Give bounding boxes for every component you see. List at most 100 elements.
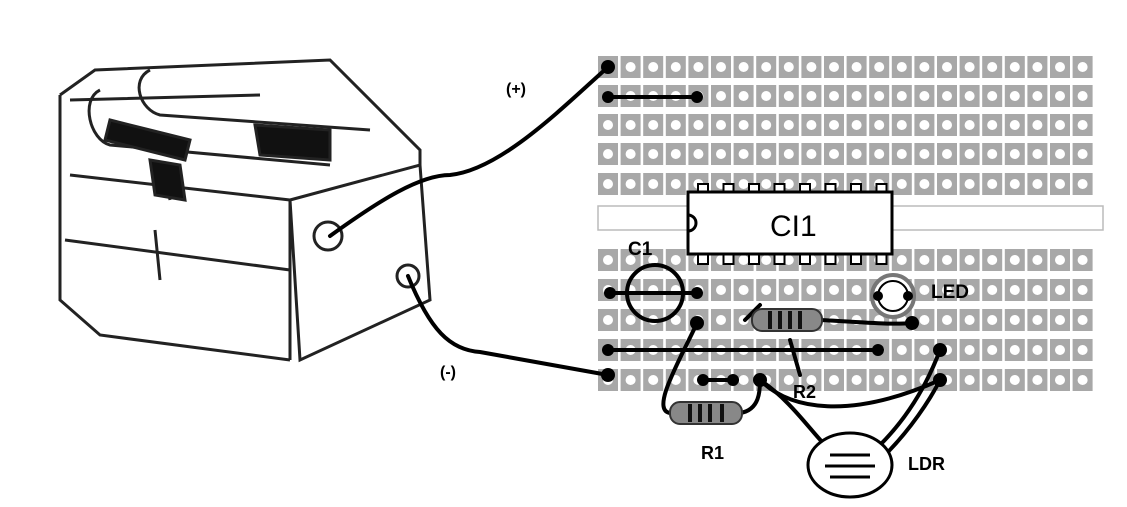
board-hole [761,179,772,189]
board-hole [919,285,930,295]
board-hole [625,62,636,72]
perfboard [598,56,1093,391]
label-negative: (-) [440,364,456,381]
board-hole [1055,91,1065,101]
solder-points [601,60,947,387]
board-hole [919,345,930,355]
board-hole [874,149,885,159]
board-hole [716,149,726,159]
board-hole [896,62,907,72]
board-hole [716,91,726,101]
board-hole [829,149,839,159]
board-hole [851,91,862,101]
board-hole [670,149,681,159]
board-hole [693,120,704,130]
board-hole [942,315,952,325]
board-hole [693,62,704,72]
board-hole [829,120,839,130]
board-hole [738,62,749,72]
board-hole [919,315,930,325]
board-hole [964,285,975,295]
board-hole [1077,375,1088,385]
board-hole [919,91,930,101]
led [870,273,916,319]
board-hole [964,62,975,72]
board-hole [896,120,907,130]
board-hole [738,375,749,385]
board-hole [964,315,975,325]
board-hole [761,255,772,265]
board-hole [648,120,659,130]
label-ci1: CI1 [770,210,817,243]
board-hole [603,149,613,159]
board-hole [851,149,862,159]
board-hole [603,120,613,130]
board-hole [1077,285,1088,295]
board-hole [1055,285,1065,295]
board-hole [716,62,726,72]
board-hole [829,375,839,385]
wire-r2-left [743,303,762,322]
board-hole [829,91,839,101]
board-hole [942,285,952,295]
board-hole [783,120,794,130]
label-positive: (+) [506,81,526,98]
label-r1: R1 [701,443,724,463]
board-hole [1032,91,1043,101]
resistor-r2 [751,308,823,332]
wire-ldr-right [878,348,942,447]
board-hole [783,62,794,72]
board-hole [942,120,952,130]
board-hole [1009,285,1020,295]
board-hole [987,91,998,101]
board-hole [987,375,998,385]
board-hole [625,149,636,159]
board-hole [987,179,998,189]
board-hole [670,62,681,72]
board-hole [919,62,930,72]
board-hole [738,179,749,189]
board-hole [987,255,998,265]
label-r2: R2 [793,382,816,402]
board-hole [1055,375,1065,385]
board-hole [942,62,952,72]
board-hole [738,120,749,130]
board-hole [851,285,862,295]
board-hole [1009,91,1020,101]
battery-holder [58,58,432,363]
board-hole [919,179,930,189]
board-hole [1032,315,1043,325]
board-hole [603,315,613,325]
board-hole [896,91,907,101]
board-hole [874,120,885,130]
board-hole [1055,255,1065,265]
board-hole [625,179,636,189]
board-hole [670,315,681,325]
board-hole [964,345,975,355]
board-hole [806,120,817,130]
board-hole [964,255,975,265]
board-hole [896,345,907,355]
board-hole [896,179,907,189]
board-hole [783,255,794,265]
capacitor-c1 [625,263,685,323]
board-hole [761,285,772,295]
board-hole [1009,315,1020,325]
board-hole [783,149,794,159]
board-hole [670,179,681,189]
board-hole [625,315,636,325]
board-hole [1009,375,1020,385]
board-hole [896,149,907,159]
board-hole [919,255,930,265]
board-hole [942,179,952,189]
board-hole [783,285,794,295]
board-hole [806,285,817,295]
board-hole [761,120,772,130]
board-hole [1032,62,1043,72]
board-hole [1055,315,1065,325]
wire-negative [406,274,610,377]
board-hole [919,149,930,159]
board-hole [874,91,885,101]
board-hole [738,91,749,101]
board-hole [964,375,975,385]
